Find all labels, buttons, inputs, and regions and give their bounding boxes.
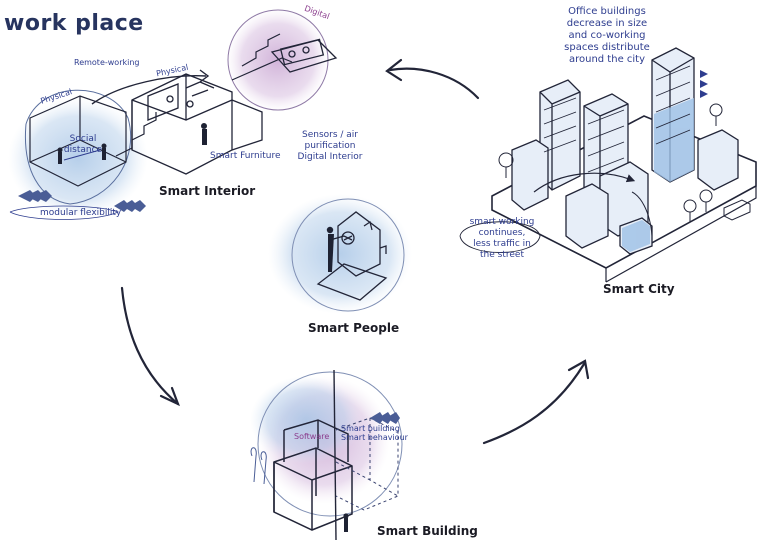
smart-people-label: Smart People bbox=[308, 321, 400, 335]
cycle-arrow-to-city bbox=[482, 359, 590, 445]
smart-furniture-label: Smart Furniture bbox=[210, 151, 281, 161]
smart-city-sketch bbox=[459, 47, 757, 283]
software-label: Software bbox=[294, 432, 330, 441]
office-note-line-5: around the city bbox=[568, 54, 646, 65]
diagram-title: work place bbox=[4, 11, 144, 36]
office-buildings-note: Office buildings decrease in size and co… bbox=[548, 6, 666, 66]
working-note-line-3: less traffic in bbox=[473, 239, 531, 249]
social-distance-line-2: distance bbox=[63, 145, 103, 155]
smart-building-note-line-2: Smart behaviour bbox=[341, 433, 408, 442]
cycle-arrow-to-building bbox=[120, 286, 180, 407]
smart-interior-sketch bbox=[8, 8, 338, 220]
smart-interior-label: Smart Interior bbox=[159, 184, 256, 198]
sensors-line-2: purification bbox=[304, 141, 356, 151]
smart-working-note: smart working continues, less traffic in… bbox=[466, 217, 538, 261]
social-distance-line-1: Social bbox=[69, 134, 97, 144]
sensors-line-1: Sensors / air bbox=[301, 130, 358, 140]
office-note-line-2: decrease in size bbox=[566, 18, 648, 29]
working-note-line-4: the street bbox=[480, 250, 524, 260]
sensors-label: Sensors / air purification Digital Inter… bbox=[290, 130, 370, 163]
remote-working-label: Remote-working bbox=[74, 58, 140, 67]
smart-building-note: Smart building Smart behaviour bbox=[341, 424, 408, 442]
smart-building-note-line-1: Smart building bbox=[341, 424, 400, 433]
smart-building-sketch bbox=[250, 369, 403, 541]
smart-city-label: Smart City bbox=[603, 282, 675, 296]
office-note-line-1: Office buildings bbox=[568, 6, 646, 17]
smart-building-label: Smart Building bbox=[377, 524, 478, 538]
smart-people-sketch bbox=[268, 194, 412, 314]
social-distance-label: Social distance bbox=[58, 134, 108, 156]
cycle-arrow-to-interior bbox=[385, 58, 480, 100]
office-note-line-4: spaces distribute bbox=[564, 42, 650, 53]
working-note-line-2: continues, bbox=[478, 228, 526, 238]
working-note-line-1: smart working bbox=[469, 217, 535, 227]
office-note-line-3: and co-working bbox=[568, 30, 646, 41]
modular-flexibility-label: modular flexibility bbox=[40, 208, 122, 218]
sensors-line-3: Digital Interior bbox=[297, 152, 363, 162]
